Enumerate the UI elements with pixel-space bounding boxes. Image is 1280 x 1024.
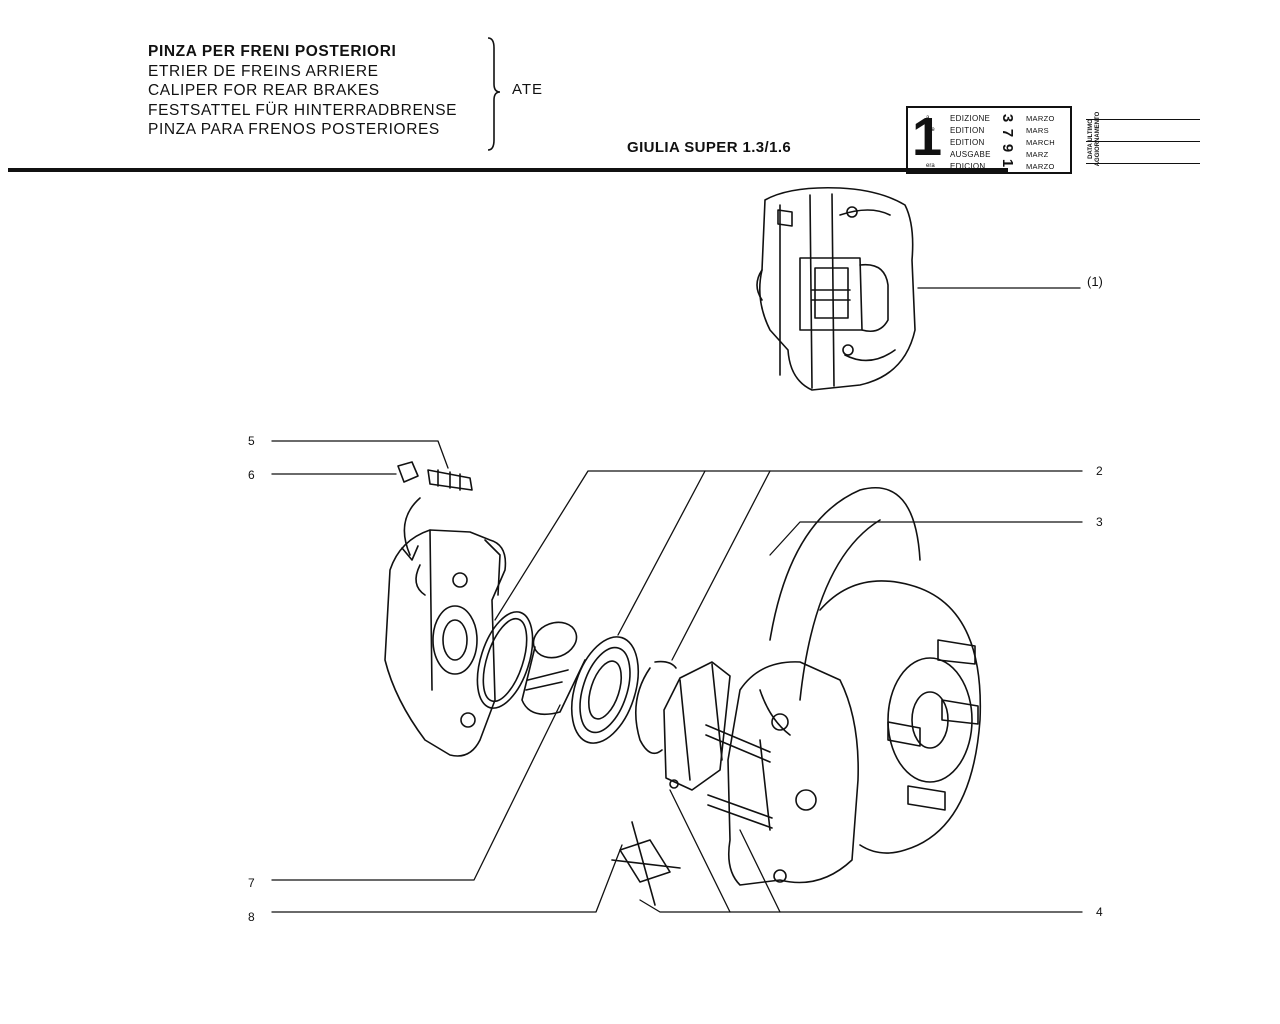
edition-word: EDITION <box>950 138 985 147</box>
edition-word: AUSGABE <box>950 150 991 159</box>
title-german: FESTSATTEL FÜR HINTERRADBRENSE <box>148 101 458 119</box>
update-line <box>1086 141 1200 142</box>
edition-box <box>906 106 1072 174</box>
assembly-arrowhead <box>401 545 419 561</box>
header-rule <box>8 168 1008 172</box>
callout-4: 4 <box>1096 905 1103 919</box>
model-label: GIULIA SUPER 1.3/1.6 <box>627 139 792 156</box>
edition-suffix: a <box>926 115 930 121</box>
retaining-clip-drawing <box>634 667 663 755</box>
callout-6: 6 <box>248 468 255 482</box>
callout-3: 3 <box>1096 515 1103 529</box>
manufacturer-label: ATE <box>512 81 544 98</box>
brake-pad-drawing <box>663 661 731 791</box>
dust-boot-drawing <box>570 636 640 744</box>
assembled-caliper-drawing <box>756 186 916 391</box>
edition-month: MARZ <box>1026 150 1049 159</box>
leader-line-8 <box>271 844 623 913</box>
update-line <box>1086 119 1200 120</box>
leader-line-3 <box>769 521 1083 556</box>
callout-2: 2 <box>1096 464 1103 478</box>
edition-suffix: ere <box>926 127 935 133</box>
leader-line-7 <box>271 704 561 881</box>
caliper-half-drawing <box>384 529 507 757</box>
title-italian: PINZA PER FRENI POSTERIORI <box>148 43 397 60</box>
callout-5: 5 <box>248 434 255 448</box>
brake-disc-drawing <box>769 486 982 854</box>
callout-7: 7 <box>248 876 255 890</box>
edition-month: MARS <box>1026 126 1049 135</box>
retaining-clip-tip <box>654 660 677 669</box>
edition-suffix: era <box>926 163 935 169</box>
edition-month: MARCH <box>1026 138 1055 147</box>
leader-line-2a <box>494 470 1083 621</box>
title-brace <box>487 37 501 151</box>
callout-1: (1) <box>1087 274 1103 289</box>
edition-month: MARZO <box>1026 162 1055 171</box>
bleed-screw-drawing <box>397 461 473 491</box>
title-english: CALIPER FOR REAR BRAKES <box>148 82 380 99</box>
edition-suffix: . <box>926 151 928 157</box>
edition-word: EDICION <box>950 162 986 171</box>
title-french: ETRIER DE FREINS ARRIERE <box>148 62 379 80</box>
leader-line-2b <box>617 470 706 636</box>
title-block: PINZA PER FRENI POSTERIORI ETRIER DE FRE… <box>148 42 457 140</box>
leader-line-4c <box>739 829 781 913</box>
spring-clip-drawing <box>611 821 681 906</box>
edition-word: EDITION <box>950 126 985 135</box>
edition-suffix: st <box>926 139 931 145</box>
edition-month: MARZO <box>1026 114 1055 123</box>
leader-line-2c <box>671 470 771 661</box>
title-spanish: PINZA PARA FRENOS POSTERIORES <box>148 121 440 138</box>
edition-word: EDIZIONE <box>950 114 991 123</box>
caliper-right-drawing <box>705 661 859 886</box>
leader-line-4a <box>639 899 1083 913</box>
leader-line-5 <box>271 440 449 469</box>
assembly-arrow <box>403 497 421 556</box>
update-line <box>1086 163 1200 164</box>
callout-8: 8 <box>248 910 255 924</box>
edition-number: 1 <box>912 107 943 167</box>
leader-line-4b <box>669 789 731 913</box>
piston-drawing <box>521 621 586 716</box>
seal-ring-drawing <box>476 611 534 709</box>
